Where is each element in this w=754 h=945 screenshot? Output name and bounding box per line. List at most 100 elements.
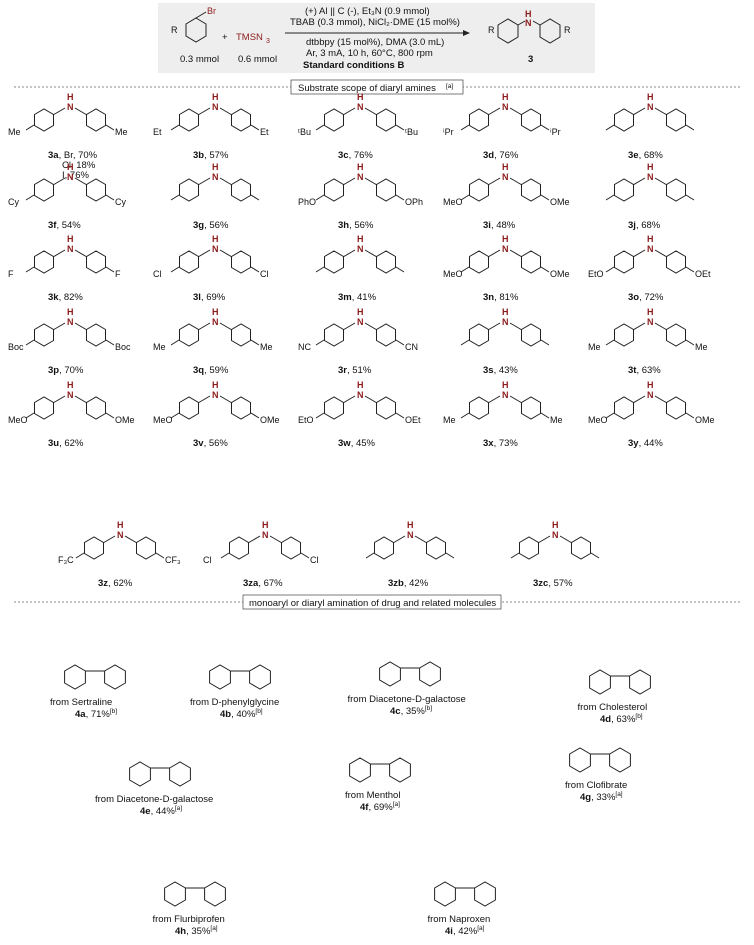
compound-label: 3i, 48% bbox=[483, 220, 516, 231]
compound-label: 3e, 68% bbox=[628, 150, 663, 161]
drug-id: 4b bbox=[220, 709, 231, 720]
compound-label: 3r, 51% bbox=[338, 365, 372, 376]
nh-h: H bbox=[502, 162, 509, 172]
substituent-left: PhO bbox=[298, 197, 316, 207]
nh-n: N bbox=[357, 102, 364, 112]
nh-h: H bbox=[67, 162, 74, 172]
compound-id: 3v bbox=[193, 438, 204, 449]
nh-n: N bbox=[212, 244, 219, 254]
substituent-right: OEt bbox=[695, 269, 711, 279]
substituent-right: OMe bbox=[695, 415, 715, 425]
nh-n: N bbox=[212, 390, 219, 400]
cond-line5: Standard conditions B bbox=[303, 60, 404, 71]
compound-3i: HN MeO OMe 3i, 48% bbox=[443, 162, 570, 231]
drug-footnote: [b] bbox=[255, 708, 262, 715]
nh-n: N bbox=[502, 172, 509, 182]
compound-label: 3z, 62% bbox=[98, 578, 133, 589]
drug-label: 4g, 33%[a] bbox=[580, 791, 623, 803]
drug-yield: , 40% bbox=[231, 709, 256, 720]
substituent-right: ⁱPr bbox=[550, 127, 561, 137]
drug-footnote: [b] bbox=[110, 708, 117, 715]
nh-n: N bbox=[647, 102, 654, 112]
svg-text:H: H bbox=[525, 9, 532, 19]
compound-label: 3b, 57% bbox=[193, 150, 229, 161]
substituent-right: Me bbox=[550, 415, 563, 425]
compound-label: 3zc, 57% bbox=[533, 578, 573, 589]
substituent-right: CF₃ bbox=[165, 555, 181, 565]
compound-yield: , 68% bbox=[639, 150, 664, 161]
substituent-left: MeO bbox=[443, 197, 463, 207]
substituent-left: Et bbox=[153, 127, 162, 137]
compound-yield: , 76% bbox=[494, 150, 519, 161]
compound-yield: , 57% bbox=[204, 150, 229, 161]
substituent-right: OEt bbox=[405, 415, 421, 425]
compound-label: 3w, 45% bbox=[338, 438, 376, 449]
compound-label: 3d, 76% bbox=[483, 150, 519, 161]
compound-yield: , 73% bbox=[494, 438, 519, 449]
compound-yield: , 62% bbox=[59, 438, 84, 449]
drug-id: 4g bbox=[580, 792, 591, 803]
compound-yield: , 82% bbox=[59, 292, 84, 303]
compound-id: 3t bbox=[628, 365, 637, 376]
nh-n: N bbox=[212, 317, 219, 327]
compound-id: 3o bbox=[628, 292, 639, 303]
substituent-right: OMe bbox=[550, 269, 570, 279]
substituent-right: Cl bbox=[260, 269, 269, 279]
substituent-right: OMe bbox=[550, 197, 570, 207]
drug-footnote: [a] bbox=[175, 805, 182, 812]
nh-h: H bbox=[502, 234, 509, 244]
compound-yield: , 69% bbox=[201, 292, 226, 303]
compound-label: 3s, 43% bbox=[483, 365, 518, 376]
drug-label: 4d, 63%[b] bbox=[600, 713, 643, 725]
drug-source: from D-phenylglycine bbox=[190, 697, 279, 708]
drug-source: from Clofibrate bbox=[565, 780, 627, 791]
drug-id: 4a bbox=[75, 709, 86, 720]
substituent-left: F₃C bbox=[58, 555, 74, 565]
substituent-left: Me bbox=[8, 127, 21, 137]
substituent-right: CN bbox=[405, 342, 418, 352]
substituent-right: Et bbox=[260, 127, 269, 137]
nh-n: N bbox=[212, 102, 219, 112]
nh-h: H bbox=[647, 307, 654, 317]
cond-line4: Ar, 3 mA, 10 h, 60°C, 800 rpm bbox=[306, 48, 433, 59]
compound-yield: , 44% bbox=[639, 438, 664, 449]
compound-id: 3d bbox=[483, 150, 494, 161]
compound-id: 3e bbox=[628, 150, 639, 161]
compound-yield: , Br, 70% bbox=[59, 150, 98, 161]
nh-h: H bbox=[552, 520, 559, 530]
tmsn3-name: TMSN bbox=[236, 32, 263, 43]
compound-id: 3zb bbox=[388, 578, 404, 589]
tmsn3-sub: 3 bbox=[266, 38, 270, 45]
nh-n: N bbox=[502, 102, 509, 112]
drug-yield: , 63% bbox=[611, 714, 636, 725]
substituent-right: ᵗBu bbox=[405, 127, 418, 137]
substituent-right: Me bbox=[260, 342, 273, 352]
compound-id: 3c bbox=[338, 150, 349, 161]
cond-line1: (+) Al || C (-), Et₃N (0.9 mmol) bbox=[305, 6, 430, 17]
compound-label: 3f, 54% bbox=[48, 220, 81, 231]
drug-footnote: [a] bbox=[615, 791, 622, 798]
section2-title-box bbox=[242, 594, 502, 610]
compound-label: 3za, 67% bbox=[243, 578, 283, 589]
nh-n: N bbox=[502, 390, 509, 400]
substituent-left: Me bbox=[153, 342, 166, 352]
nh-h: H bbox=[647, 234, 654, 244]
nh-h: H bbox=[357, 307, 364, 317]
nh-h: H bbox=[117, 520, 124, 530]
substituent-left: F bbox=[8, 269, 14, 279]
compound-yield-extra: Cl, 18% bbox=[62, 160, 96, 171]
